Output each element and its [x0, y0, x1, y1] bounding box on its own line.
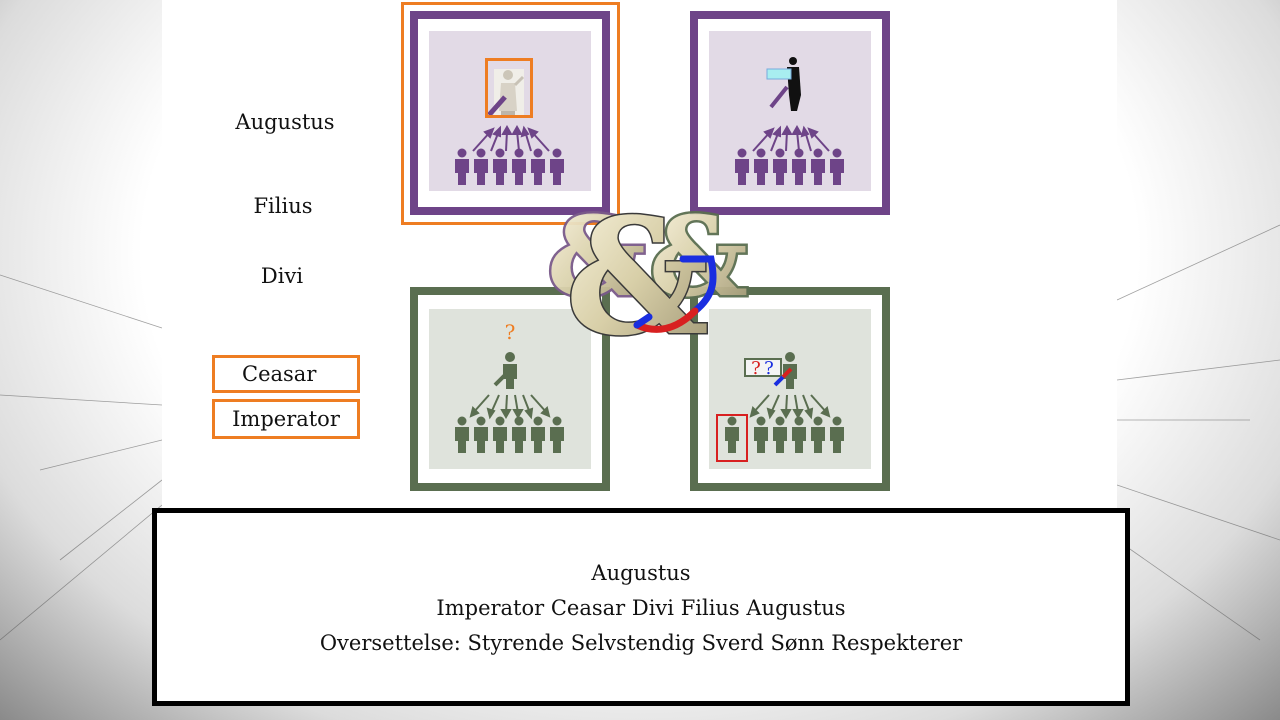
people-row [735, 148, 844, 185]
caption-box: Augustus Imperator Ceasar Divi Filius Au… [152, 508, 1130, 706]
leader-figure-icon [783, 352, 797, 389]
sword-icon [487, 95, 507, 117]
label-ceasar: Ceasar [212, 355, 360, 393]
panel-augustus-statue [410, 11, 610, 215]
question-mark: ? [505, 320, 516, 344]
person-icon [811, 416, 825, 453]
person-icon [830, 148, 844, 185]
ruler-diagram [735, 57, 844, 185]
person-icon [830, 416, 844, 453]
worship-diagram [455, 69, 564, 185]
person-icon [531, 416, 545, 453]
statue-highlight [485, 58, 533, 118]
person-icon [493, 148, 507, 185]
person-icon [474, 416, 488, 453]
arrows-up [752, 124, 830, 152]
arrows-down [469, 394, 551, 420]
person-icon [474, 148, 488, 185]
person-icon [493, 416, 507, 453]
person-icon [792, 416, 806, 453]
statue-icon [494, 69, 525, 117]
person-icon [531, 148, 545, 185]
label-imperator: Imperator [212, 399, 360, 439]
arrows-up [472, 124, 550, 152]
label-filius: Filius [253, 194, 313, 218]
sword-icon [493, 369, 511, 387]
label-divi: Divi [260, 264, 304, 288]
caption-title: Augustus [591, 561, 691, 585]
arrows-down [749, 394, 831, 420]
person-icon [773, 148, 787, 185]
sign-board [744, 358, 782, 377]
panel-imperator: ? ? [690, 287, 890, 491]
question-mark-red: ? [751, 358, 761, 379]
people-row [725, 416, 844, 453]
label-augustus: Augustus [235, 110, 335, 134]
caption-full-name: Imperator Ceasar Divi Filius Augustus [436, 596, 846, 620]
ampersand-left-icon: & [547, 192, 646, 321]
person-icon [754, 148, 768, 185]
panel-ceasar: ? [410, 287, 610, 491]
person-icon [735, 148, 749, 185]
person-icon [512, 148, 526, 185]
slide-canvas [162, 0, 1117, 520]
person-icon [725, 416, 739, 453]
panel-highlight-frame [401, 2, 620, 225]
person-icon [512, 416, 526, 453]
sword-icon [769, 85, 789, 109]
magnet-icon [633, 255, 717, 333]
ruler-figure-icon [766, 57, 801, 111]
ampersand-ornament: & & & [545, 183, 751, 343]
person-icon [550, 416, 564, 453]
person-icon [455, 148, 469, 185]
person-icon [754, 416, 768, 453]
sword-icon [781, 367, 793, 379]
person-icon [550, 148, 564, 185]
ampersand-center-icon: & [565, 183, 709, 343]
people-row [455, 416, 564, 453]
outsider-highlight [716, 414, 748, 462]
panel-augustus-ruler [690, 11, 890, 215]
people-row [455, 148, 564, 185]
commander-diagram: ? ? [716, 352, 844, 462]
caption-translation: Oversettelse: Styrende Selvstendig Sverd… [319, 631, 963, 655]
leader-diagram: ? [455, 320, 564, 453]
question-mark-blue: ? [764, 358, 774, 379]
person-icon [792, 148, 806, 185]
person-icon [455, 416, 469, 453]
person-icon [773, 416, 787, 453]
person-icon [811, 148, 825, 185]
leader-figure-icon [503, 352, 517, 389]
